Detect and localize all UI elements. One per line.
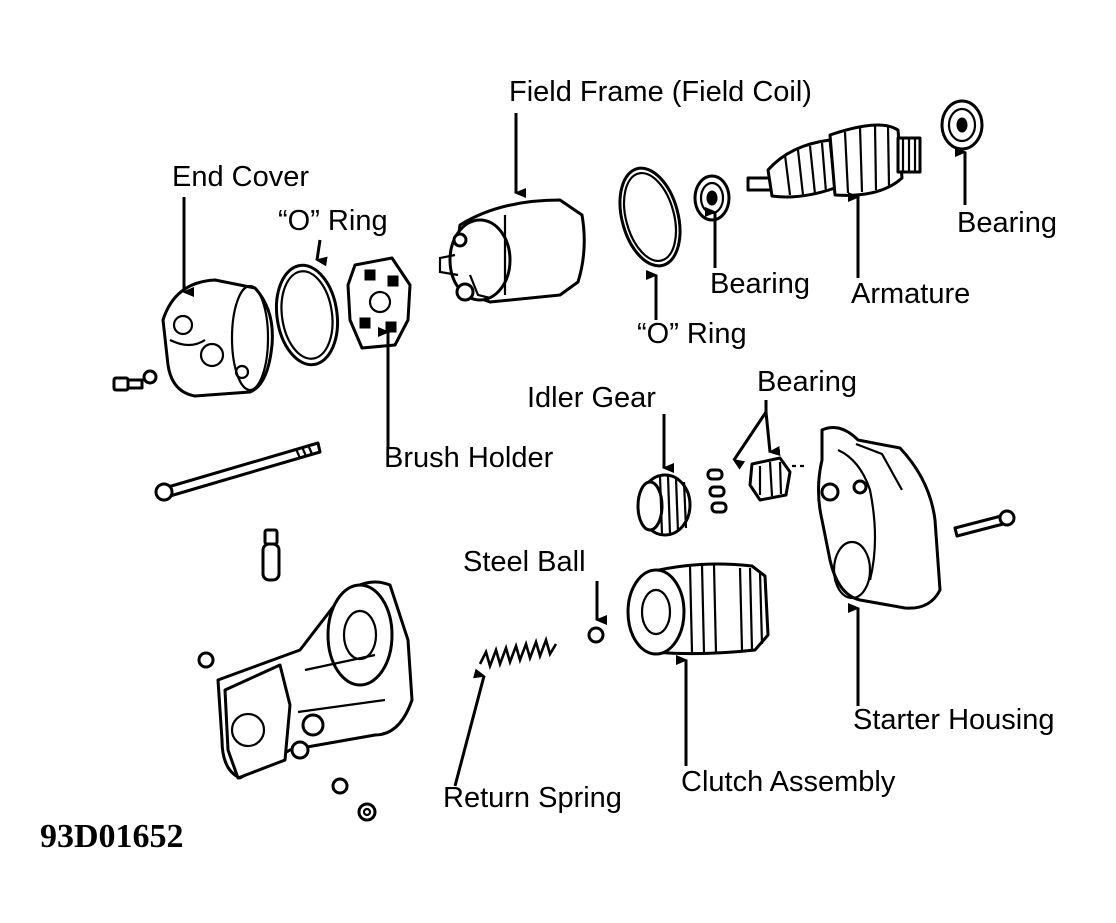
label-idler-gear: Idler Gear	[527, 382, 656, 414]
end-cover-part	[161, 278, 274, 398]
solenoid-housing-part	[197, 580, 414, 780]
solenoid-pin	[261, 528, 281, 582]
arrow-return-spring	[453, 668, 486, 787]
label-steel-ball: Steel Ball	[463, 546, 586, 578]
label-end-cover: End Cover	[172, 161, 310, 193]
housing-bolt	[953, 509, 1016, 538]
leader-arrows	[182, 113, 967, 787]
bearing-small-part	[693, 174, 731, 222]
field-frame-part	[438, 198, 586, 304]
idler-gear-part	[636, 473, 692, 537]
clutch-assembly-part	[626, 562, 770, 656]
bearing-balls-part	[706, 456, 806, 514]
return-spring-part	[478, 635, 558, 671]
label-clutch-assembly: Clutch Assembly	[681, 766, 896, 798]
label-bearing-right: Bearing	[957, 207, 1057, 239]
through-bolt	[154, 441, 322, 502]
label-armature: Armature	[851, 278, 971, 310]
label-return-spring: Return Spring	[443, 782, 622, 814]
label-o-ring-mid: “O” Ring	[637, 318, 747, 350]
o-ring-middle	[618, 166, 682, 268]
armature-part	[746, 123, 922, 199]
figure-code: 93D01652	[40, 818, 184, 855]
bearing-right-part	[940, 99, 984, 151]
nut-small	[331, 777, 377, 822]
label-o-ring-top: “O” Ring	[278, 205, 388, 237]
arrow-o-ring-top	[315, 239, 328, 267]
arrow-bearing-balls-a	[732, 400, 768, 470]
starter-housing-part	[817, 426, 942, 610]
o-ring-left	[274, 263, 340, 367]
arrow-bearing-balls-b	[764, 411, 781, 456]
brush-holder-part	[346, 256, 412, 350]
label-bearing-balls: Bearing	[757, 366, 857, 398]
label-bearing-small: Bearing	[710, 268, 810, 300]
label-starter-housing: Starter Housing	[853, 704, 1055, 736]
label-brush-holder: Brush Holder	[384, 442, 554, 474]
steel-ball-part	[587, 626, 605, 644]
end-cover-screw	[112, 369, 158, 392]
label-field-frame: Field Frame (Field Coil)	[509, 76, 812, 108]
